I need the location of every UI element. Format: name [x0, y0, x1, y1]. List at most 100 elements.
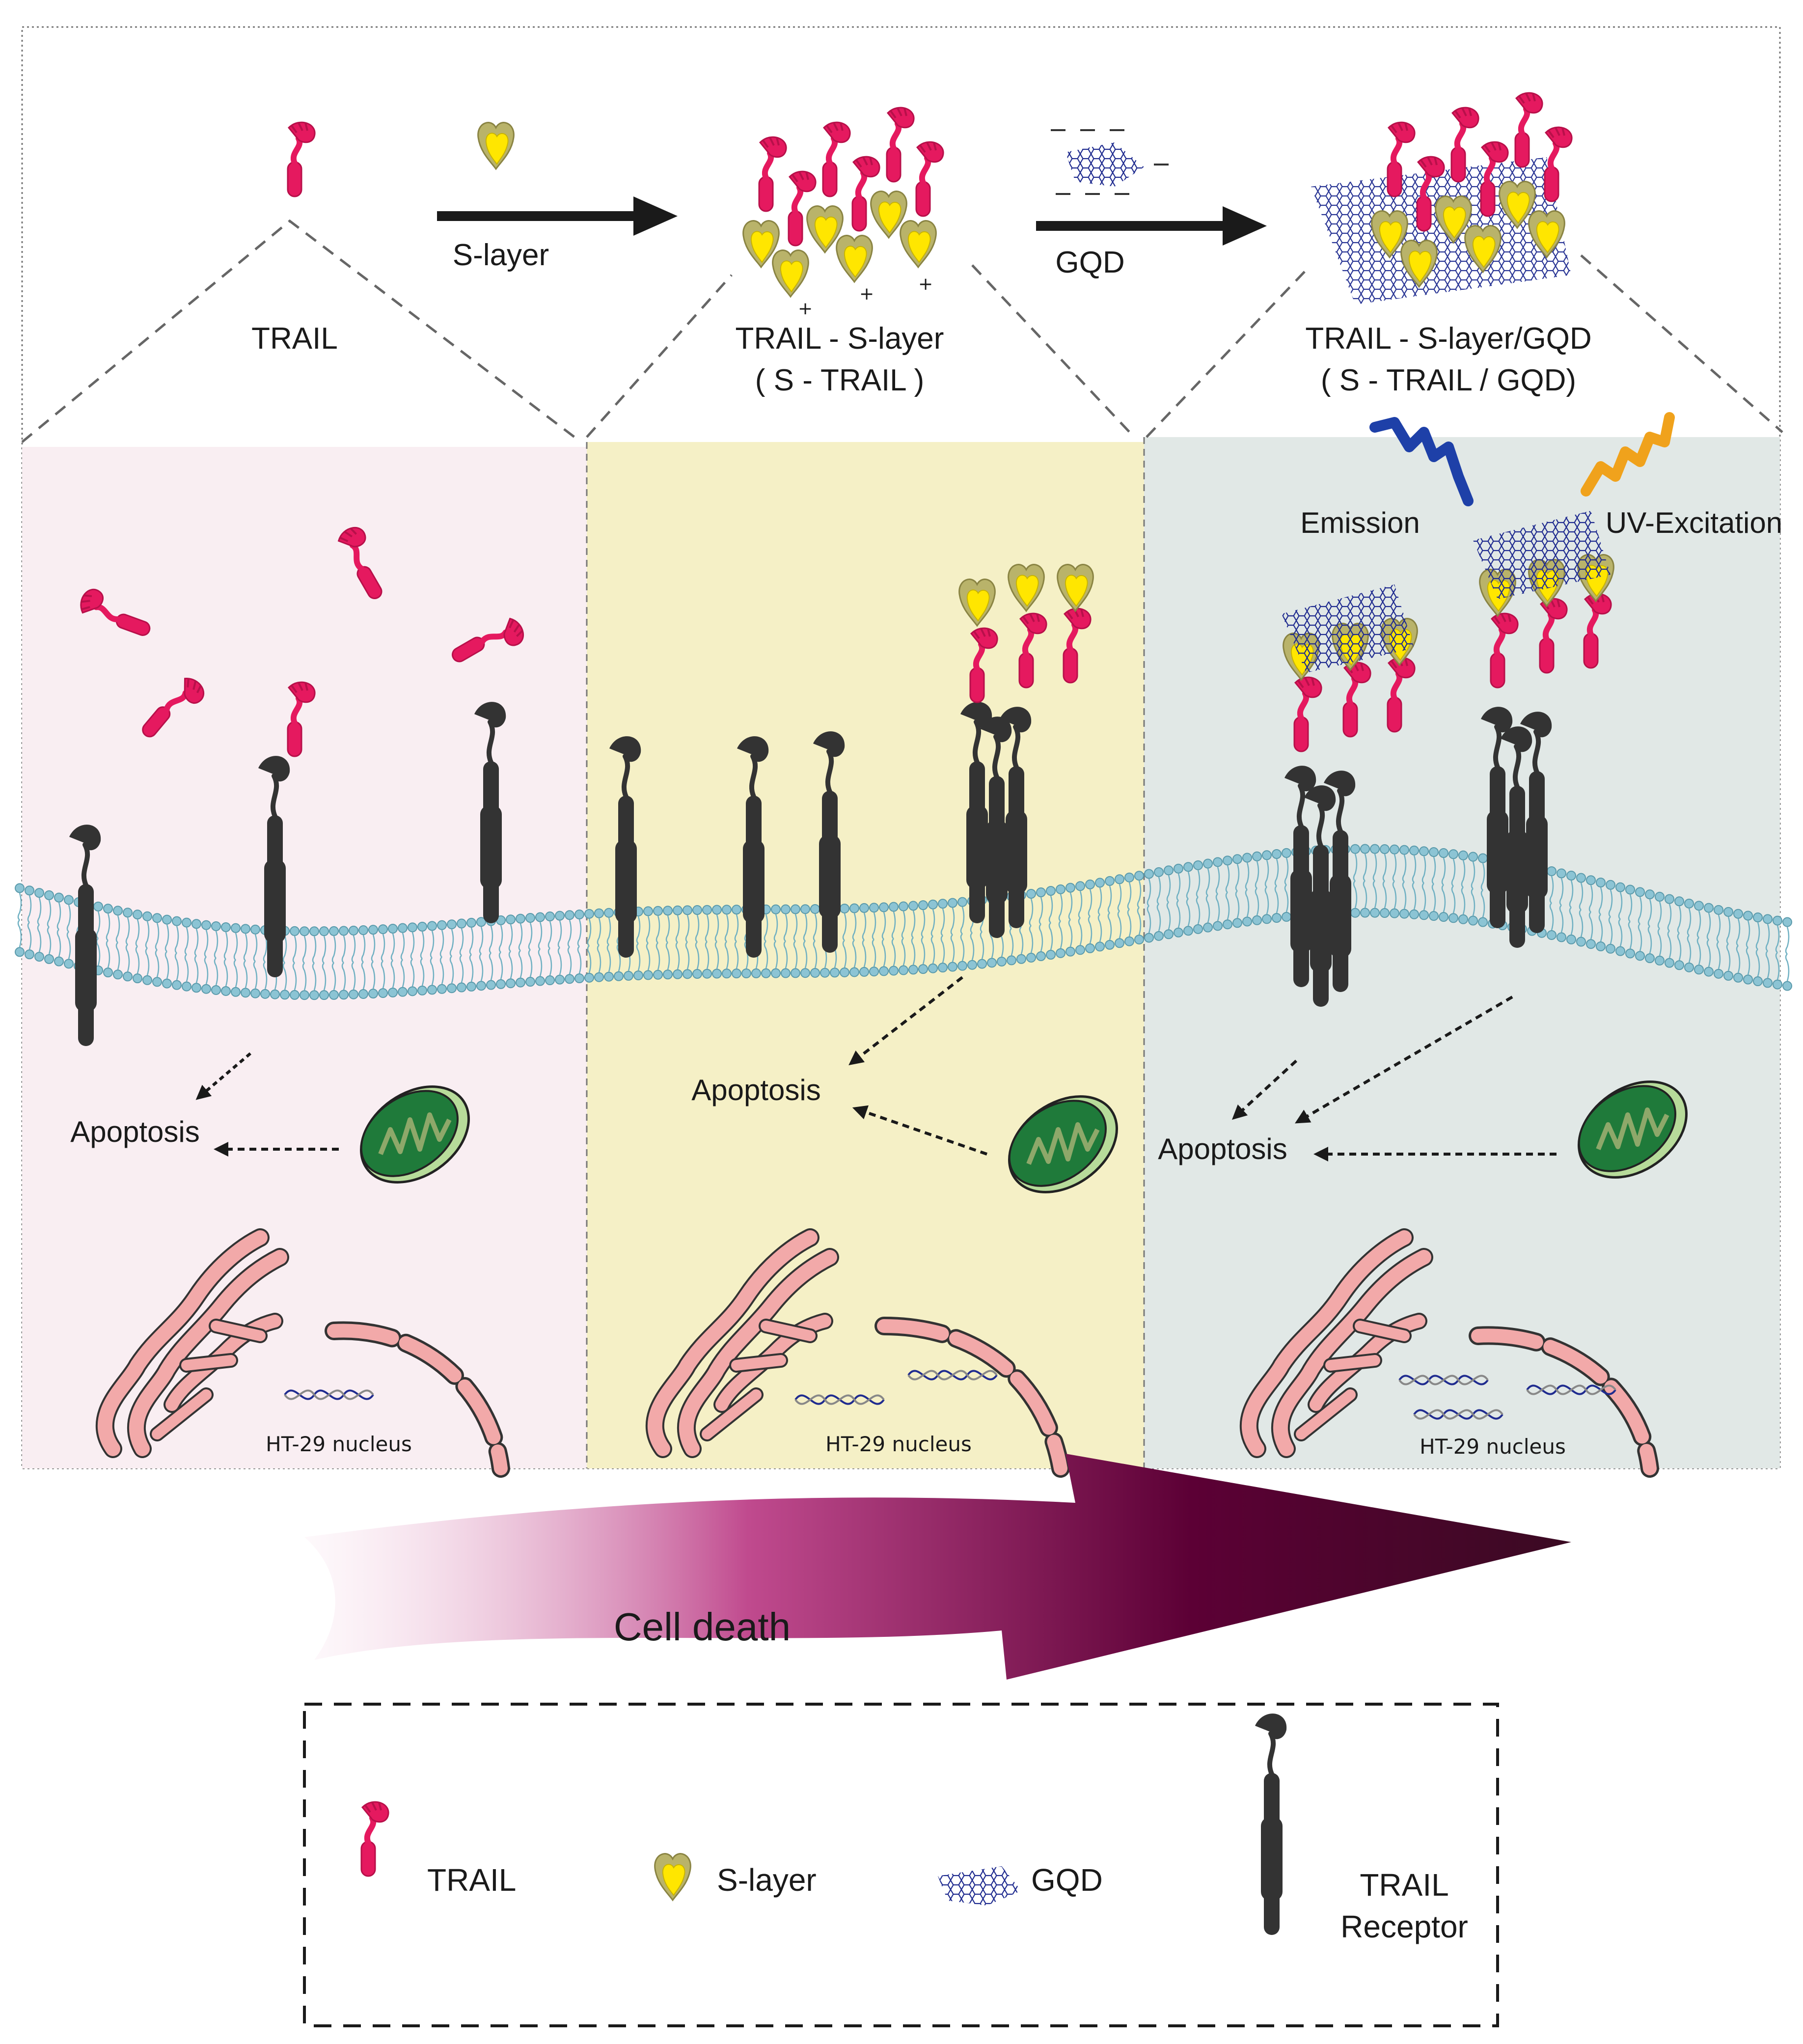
- lipid-tail: [243, 960, 248, 988]
- lipid-head: [722, 905, 732, 915]
- lipid-tail: [66, 931, 71, 959]
- lipid-tail: [1372, 854, 1377, 882]
- lipid-head: [1390, 844, 1399, 855]
- lipid-tail: [1196, 896, 1201, 925]
- lipid-head: [751, 968, 761, 978]
- lipid-tail: [1569, 880, 1574, 908]
- lipid-tail: [253, 934, 258, 962]
- lipid-tail: [243, 933, 248, 962]
- lipid-head: [349, 925, 358, 936]
- lipid-tail: [930, 936, 935, 964]
- lipid-head: [123, 908, 133, 918]
- lipid-tail: [1088, 889, 1093, 917]
- lipid-tail: [547, 921, 552, 949]
- lipid-tail: [675, 915, 680, 943]
- lipid-head: [1183, 862, 1193, 872]
- lipid-head: [741, 968, 751, 979]
- lipid-tail: [1147, 879, 1151, 907]
- lipid-head: [712, 968, 722, 979]
- lipid-head: [44, 954, 54, 964]
- lipid-head: [1586, 875, 1596, 885]
- lipid-head: [437, 984, 447, 994]
- emission-wave-icon: [1369, 417, 1474, 506]
- lipid-head: [201, 920, 211, 930]
- lipid-head: [309, 926, 319, 937]
- apoptosis-label-p3: Apoptosis: [1158, 1132, 1287, 1165]
- lipid-tail: [1196, 870, 1201, 898]
- lipid-head: [15, 883, 25, 893]
- lipid-tail: [410, 959, 415, 987]
- lipid-tail: [1471, 861, 1475, 889]
- lipid-tail: [1127, 882, 1132, 910]
- lipid-tail: [685, 915, 690, 943]
- lipid-head: [830, 967, 840, 978]
- lipid-tail: [567, 946, 572, 974]
- lipid-tail: [27, 922, 32, 950]
- lipid-tail: [793, 940, 798, 968]
- lipid-tail: [606, 917, 611, 945]
- lipid-tail: [322, 963, 327, 991]
- lipid-tail: [164, 924, 169, 952]
- cell-death-label: Cell death: [614, 1605, 791, 1649]
- lipid-tail: [1107, 912, 1112, 940]
- lipid-tail: [1618, 892, 1623, 920]
- lipid-tail: [1058, 920, 1063, 949]
- lipid-tail: [1588, 912, 1593, 939]
- lipid-head: [1390, 908, 1399, 918]
- lipid-tail: [734, 941, 739, 969]
- lipid-tail: [1029, 925, 1034, 953]
- lipid-head: [1615, 882, 1625, 892]
- lipid-head: [673, 969, 683, 979]
- lipid-tail: [980, 931, 984, 959]
- lipid-head: [1782, 981, 1792, 991]
- lipid-head: [663, 906, 673, 916]
- lipid-tail: [498, 925, 503, 953]
- lipid-tail: [341, 936, 346, 964]
- lipid-tail: [764, 914, 768, 942]
- lipid-tail: [115, 942, 120, 970]
- lipid-tail: [764, 940, 768, 969]
- lipid-head: [574, 973, 584, 984]
- lipid-tail: [970, 932, 975, 961]
- lipid-tail: [223, 932, 228, 960]
- lipid-head: [1714, 905, 1723, 915]
- lipid-head: [211, 985, 221, 995]
- lipid-head: [683, 969, 692, 979]
- lipid-tail: [439, 956, 444, 985]
- lipid-head: [1557, 932, 1566, 942]
- lipid-tail: [1638, 896, 1642, 925]
- lipid-head: [1134, 871, 1144, 881]
- lipid-head: [1547, 930, 1557, 940]
- lipid-head: [1439, 912, 1448, 922]
- lipid-tail: [665, 915, 670, 943]
- lipid-tail: [1412, 882, 1417, 910]
- lipid-tail: [1019, 926, 1024, 955]
- trail-s-layer-abbrev: ( S - TRAIL ): [755, 363, 924, 397]
- lipid-tail: [891, 938, 896, 966]
- lipid-head: [221, 986, 231, 996]
- lipid-tail: [96, 911, 101, 939]
- lipid-tail: [469, 954, 474, 982]
- lipid-tail: [155, 922, 160, 951]
- lipid-tail: [606, 944, 611, 972]
- lipid-head: [457, 918, 466, 929]
- lipid-tail: [773, 940, 778, 969]
- lipid-head: [34, 888, 44, 898]
- lipid-head: [771, 904, 781, 914]
- lipid-tail: [911, 911, 916, 939]
- lipid-head: [486, 980, 496, 990]
- lipid-head: [584, 909, 594, 919]
- lipid-head: [1606, 880, 1615, 890]
- lipid-head: [653, 969, 663, 980]
- lipid-head: [781, 904, 791, 914]
- lipid-tail: [430, 957, 435, 985]
- lipid-head: [918, 964, 928, 974]
- lipid-tail: [901, 911, 906, 939]
- lipid-tail: [135, 919, 140, 947]
- lipid-tail: [1706, 912, 1711, 940]
- lipid-head: [1753, 912, 1763, 923]
- lipid-head: [1763, 914, 1773, 924]
- lipid-tail: [145, 947, 150, 976]
- lipid-head: [1655, 955, 1665, 966]
- lipid-tail: [813, 940, 818, 968]
